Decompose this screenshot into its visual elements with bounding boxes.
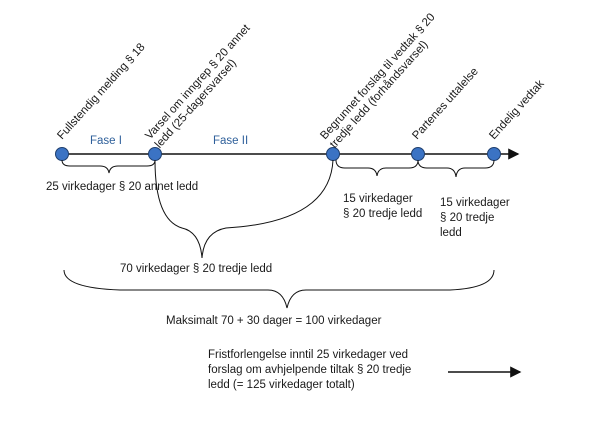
duration-15-days-first-line-1: 15 virkedager [343,193,413,205]
milestone-node-2 [148,147,162,161]
duration-15-days-second-line-2: § 20 tredje [440,212,494,224]
brace-25-days [61,159,156,174]
milestone-label-5-line-1: Endelig vedtak [487,78,547,142]
milestone-node-5 [487,147,501,161]
milestone-node-4 [411,147,425,161]
duration-15-days-second-line-1: 15 virkedager [440,197,510,209]
brace-max-total [63,269,495,309]
milestone-label-1-line-1: Fullstendig melding § 18 [55,41,147,142]
brace-15-days-second [417,159,495,178]
duration-25-days-label: 25 virkedager § 20 annet ledd [46,181,198,193]
milestone-label-5: Endelig vedtak [487,78,547,142]
phase-1-label: Fase I [90,135,122,147]
milestone-node-1 [55,147,69,161]
phase-2-label: Fase II [213,135,248,147]
brace-70-days [154,159,334,259]
brace-15-days-first [335,159,419,177]
milestone-label-4: Partenes uttalelse [410,66,481,142]
milestone-label-1: Fullstendig melding § 18 [55,41,147,142]
extension-note-line-2: forslag om avhjelpende tiltak § 20 tredj… [208,364,411,376]
milestone-label-4-line-1: Partenes uttalelse [410,66,481,142]
milestone-label-2: Varsel om inngrep § 20 annet ledd (25-da… [143,22,253,151]
duration-15-days-first-line-2: § 20 tredje ledd [343,208,422,220]
milestone-node-3 [326,147,340,161]
duration-70-days-label: 70 virkedager § 20 tredje ledd [120,263,272,275]
extension-note-line-1: Fristforlengelse inntil 25 virkedager ve… [208,349,408,361]
duration-15-days-second-line-3: ledd [440,227,462,239]
extension-note-line-3: ledd (= 125 virkedager totalt) [208,379,355,391]
milestone-label-2-line-1: Varsel om inngrep § 20 annet [143,22,253,142]
max-total-label: Maksimalt 70 + 30 dager = 100 virkedager [166,315,382,327]
